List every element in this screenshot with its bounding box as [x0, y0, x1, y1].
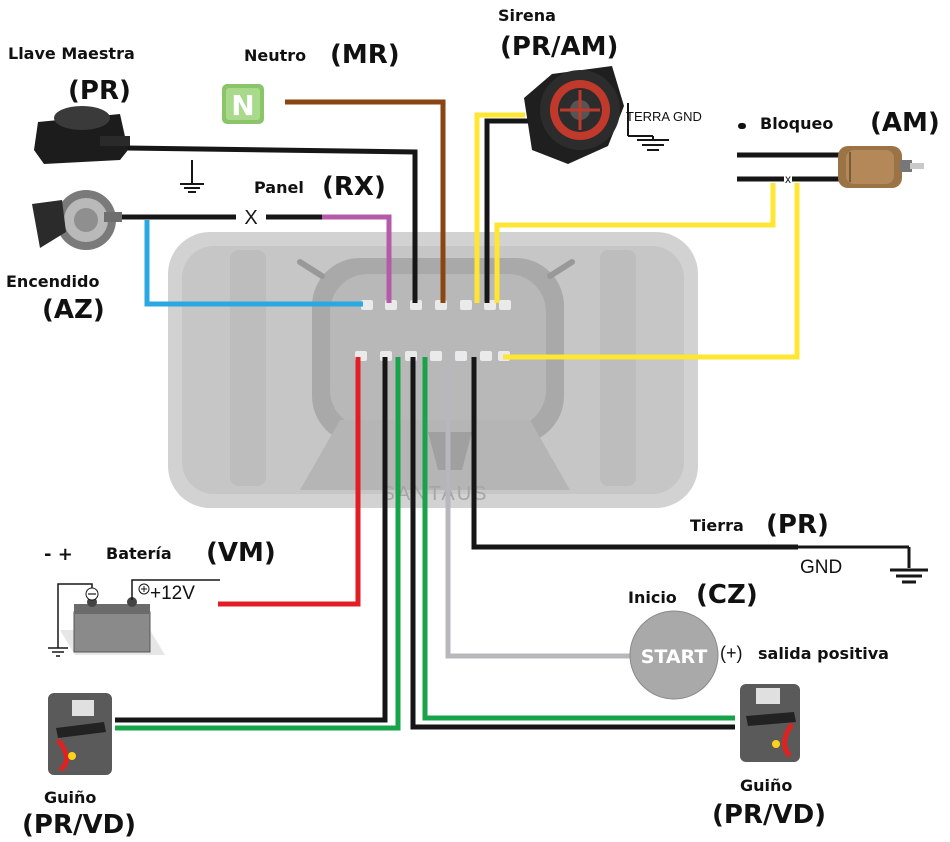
sirena-label: Sirena — [498, 6, 556, 25]
ground-icon-tierra — [798, 545, 928, 584]
module-brand: SANTAUS — [382, 483, 489, 505]
wire-guino-left-green — [115, 357, 401, 731]
tierra-label: Tierra — [690, 516, 744, 535]
guino-left-label: Guiño — [44, 788, 97, 807]
panel-label: Panel — [254, 178, 304, 197]
wire-tierra-black — [471, 357, 798, 550]
wire-bateria-red — [218, 357, 361, 607]
guino-right-label: Guiño — [740, 776, 793, 795]
panel-cut-mark: X — [244, 207, 257, 229]
master-key-icon — [34, 106, 130, 164]
inicio-label: Inicio — [628, 588, 677, 607]
panel-code: (RX) — [322, 172, 386, 202]
turn-signal-left-icon — [48, 693, 112, 775]
bateria-code: (VM) — [206, 538, 276, 568]
wire-inicio-gray — [445, 357, 633, 659]
turn-signal-right-icon — [740, 684, 800, 762]
ground-icon-sirena — [627, 103, 669, 151]
bateria-label: Batería — [106, 544, 172, 563]
ground-icon-llave — [180, 160, 204, 193]
llave-maestra-label: Llave Maestra — [8, 44, 135, 63]
cut-marks: X x — [244, 172, 791, 229]
ignition-key-icon — [32, 190, 122, 250]
bullet-dot — [738, 123, 746, 129]
terra-gnd-label: TERRA GND — [626, 109, 702, 124]
encendido-code: (AZ) — [42, 295, 105, 325]
battery-icon — [48, 579, 220, 657]
siren-icon — [524, 66, 624, 164]
bateria-signs: - + — [44, 544, 73, 565]
wire-bloqueo-yellow-2 — [503, 183, 800, 360]
sirena-code: (PR/AM) — [500, 32, 619, 62]
salida-label: salida positiva — [758, 644, 889, 663]
wire-bloqueo-yellow — [494, 183, 776, 303]
lock-actuator-icon — [838, 146, 924, 188]
salida-plus-label: (+) — [720, 643, 743, 663]
inicio-code: (CZ) — [696, 580, 758, 610]
wire-neutro-brown — [285, 99, 446, 303]
wire-panel-pink — [322, 214, 392, 303]
wire-guino-left-black — [115, 357, 388, 723]
gnd-label: GND — [800, 557, 843, 578]
plus12v-label: +12V — [150, 583, 195, 604]
neutral-icon: N — [222, 84, 264, 124]
bloqueo-label: Bloqueo — [760, 114, 834, 133]
start-button: START — [629, 610, 719, 700]
llave-maestra-code: (PR) — [68, 76, 131, 106]
wire-encendido-blue — [144, 220, 363, 307]
svg-text:N: N — [231, 89, 254, 122]
alarm-module: SANTAUS — [168, 232, 698, 508]
wire-sirena-yellow — [474, 112, 525, 303]
start-text: START — [641, 646, 708, 668]
wire-guino-right-black — [410, 357, 735, 730]
guino-right-code: (PR/VD) — [712, 800, 827, 830]
wire-guino-right-green — [422, 357, 735, 721]
tierra-code: (PR) — [766, 510, 829, 540]
bloqueo-code: (AM) — [870, 108, 940, 138]
wire-sirena-black — [484, 118, 528, 303]
neutro-code: (MR) — [330, 40, 400, 70]
encendido-label: Encendido — [6, 272, 100, 291]
guino-left-code: (PR/VD) — [22, 810, 137, 840]
neutro-label: Neutro — [244, 46, 307, 65]
bloqueo-cut-mark: x — [785, 172, 791, 186]
wire-llave-maestra-black — [124, 145, 418, 303]
